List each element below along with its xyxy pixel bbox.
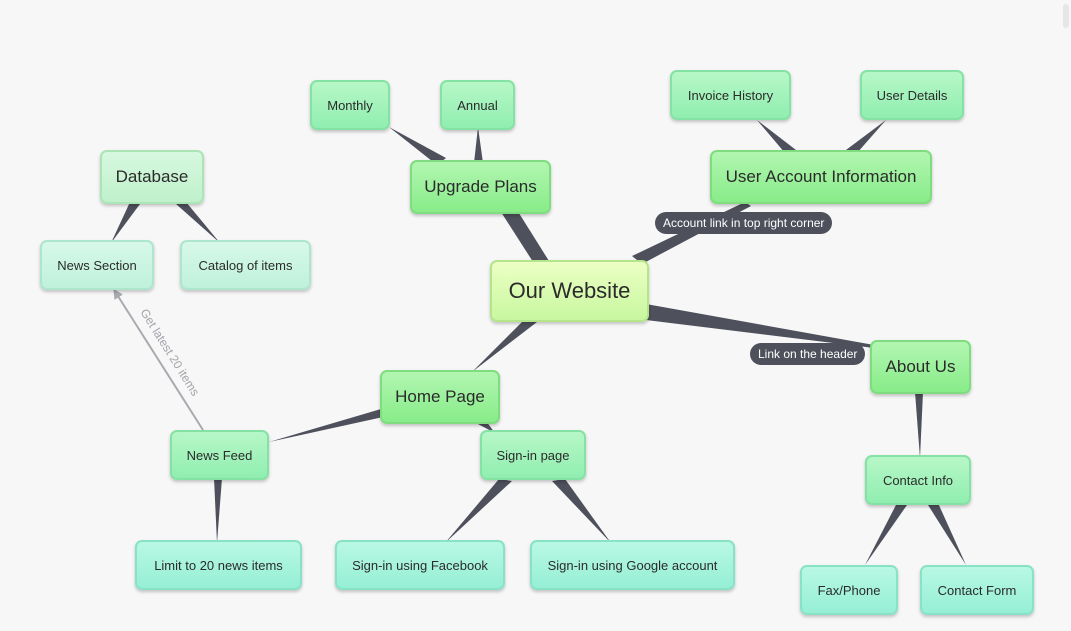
branch-root-home-page bbox=[472, 320, 537, 372]
branch-database-catalog bbox=[176, 202, 220, 243]
branch-root-upgrade-plans bbox=[501, 210, 549, 265]
node-contact-form[interactable]: Contact Form bbox=[920, 565, 1034, 615]
branch-upgrade-plans-annual bbox=[474, 127, 483, 163]
node-user-details-label: User Details bbox=[876, 87, 948, 103]
edge-label-header-link: Link on the header bbox=[750, 343, 866, 365]
branch-about-us-contact-info bbox=[915, 392, 923, 458]
branch-home-news-feed bbox=[269, 409, 383, 442]
node-fax-phone[interactable]: Fax/Phone bbox=[800, 565, 898, 615]
node-about-us[interactable]: About Us bbox=[870, 340, 971, 394]
node-news-section-label: News Section bbox=[57, 257, 137, 273]
branch-signin-facebook bbox=[445, 479, 512, 543]
node-signin-facebook-label: Sign-in using Facebook bbox=[352, 557, 488, 573]
node-catalog-of-items[interactable]: Catalog of items bbox=[180, 240, 311, 290]
node-user-details[interactable]: User Details bbox=[860, 70, 964, 120]
root-node-label: Our Website bbox=[508, 278, 631, 303]
branch-news-feed-limit bbox=[214, 478, 222, 543]
branch-root-about-us bbox=[646, 304, 874, 348]
node-annual-label: Annual bbox=[457, 97, 498, 113]
node-upgrade-plans[interactable]: Upgrade Plans bbox=[410, 160, 551, 214]
edge-label-account-link: Account link in top right corner bbox=[655, 212, 833, 234]
branch-signin-google bbox=[552, 479, 611, 543]
node-invoice-history[interactable]: Invoice History bbox=[670, 70, 791, 120]
node-signin-page-label: Sign-in page bbox=[496, 447, 570, 463]
node-upgrade-plans-label: Upgrade Plans bbox=[424, 177, 537, 196]
node-limit-news-items[interactable]: Limit to 20 news items bbox=[135, 540, 302, 590]
node-fax-phone-label: Fax/Phone bbox=[817, 582, 881, 598]
node-signin-google[interactable]: Sign-in using Google account bbox=[530, 540, 735, 590]
crosslink-arrow bbox=[113, 288, 204, 431]
node-signin-google-label: Sign-in using Google account bbox=[547, 557, 718, 573]
node-user-account-information[interactable]: User Account Information bbox=[710, 150, 932, 204]
node-database-label: Database bbox=[115, 167, 189, 186]
branch-contact-info-form bbox=[928, 503, 966, 565]
branch-user-account-details bbox=[846, 120, 886, 153]
node-news-feed[interactable]: News Feed bbox=[170, 430, 269, 480]
node-news-section[interactable]: News Section bbox=[40, 240, 154, 290]
node-signin-page[interactable]: Sign-in page bbox=[480, 430, 586, 480]
node-home-page[interactable]: Home Page bbox=[380, 370, 500, 424]
node-catalog-of-items-label: Catalog of items bbox=[198, 257, 293, 273]
node-contact-info[interactable]: Contact Info bbox=[865, 455, 971, 505]
node-news-feed-label: News Feed bbox=[186, 447, 253, 463]
branch-contact-info-fax bbox=[865, 503, 907, 565]
node-about-us-label: About Us bbox=[885, 357, 956, 376]
vertical-scrollbar[interactable] bbox=[1063, 4, 1069, 28]
node-user-account-information-label: User Account Information bbox=[725, 167, 917, 186]
node-invoice-history-label: Invoice History bbox=[687, 87, 774, 103]
node-home-page-label: Home Page bbox=[395, 387, 485, 406]
node-annual[interactable]: Annual bbox=[440, 80, 515, 130]
branch-upgrade-plans-monthly bbox=[389, 127, 446, 165]
node-signin-facebook[interactable]: Sign-in using Facebook bbox=[335, 540, 505, 590]
node-monthly[interactable]: Monthly bbox=[310, 80, 390, 130]
node-contact-form-label: Contact Form bbox=[937, 582, 1017, 598]
node-contact-info-label: Contact Info bbox=[882, 472, 954, 488]
node-limit-news-items-label: Limit to 20 news items bbox=[154, 557, 283, 573]
branch-user-account-invoice bbox=[757, 120, 796, 153]
node-monthly-label: Monthly bbox=[327, 97, 373, 113]
crosslink-label: Get latest 20 items bbox=[137, 306, 202, 398]
branch-database-news-section bbox=[111, 202, 140, 243]
root-node[interactable]: Our Website bbox=[490, 260, 649, 322]
node-database[interactable]: Database bbox=[100, 150, 204, 204]
